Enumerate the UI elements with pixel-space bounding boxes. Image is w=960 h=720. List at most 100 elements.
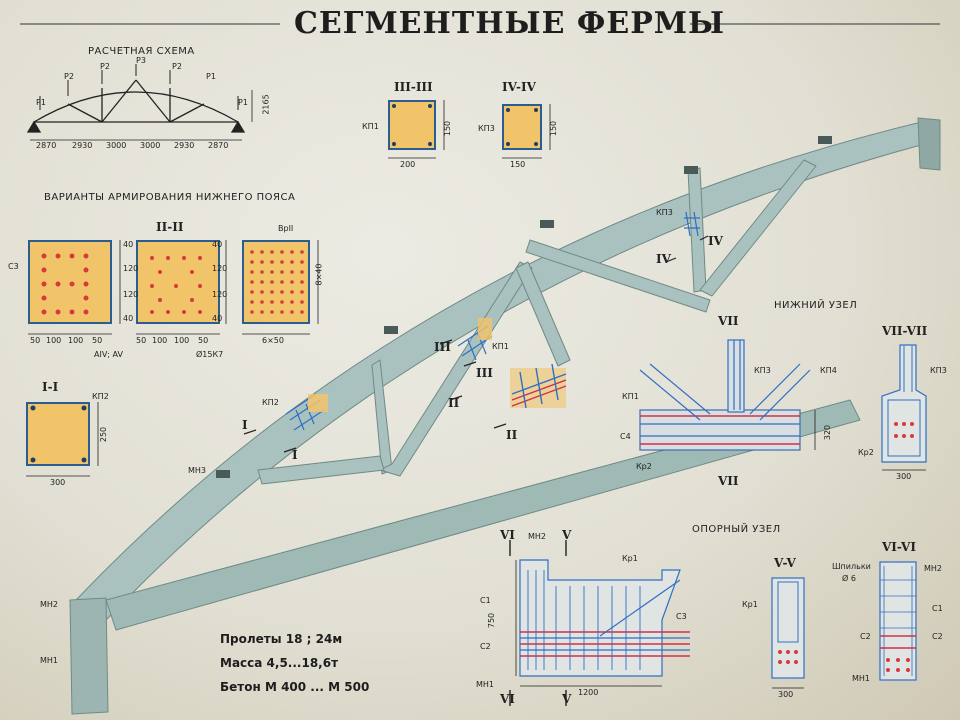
lower-node-kp1: КП1 (622, 392, 639, 401)
dim-v-1: 40 (123, 240, 134, 249)
truss-cut-II-a: II (448, 396, 460, 410)
steel-grade-2: Ø15К7 (196, 350, 224, 359)
truss-kp2-marker (308, 394, 328, 412)
scheme-web (67, 103, 103, 123)
section-II-label: II-II (156, 220, 184, 234)
load-p1-end: P1 (238, 98, 248, 107)
section-IV-label: IV-IV (502, 80, 536, 94)
lower-node-kp4: КП4 (820, 366, 837, 375)
section-VI-mn2: МН2 (924, 564, 943, 573)
dim-grid: 6×50 (262, 336, 284, 345)
dim-h1-4: 50 (92, 336, 103, 345)
span-5: 2930 (174, 141, 195, 150)
truss-cut-III-b: III (476, 366, 493, 380)
truss-mn2: МН2 (40, 600, 59, 609)
lower-node-cut-bottom: VII (718, 474, 739, 488)
section-I-w: 300 (50, 478, 66, 487)
section-III-box (388, 100, 436, 150)
dim-v2-3: 120 (212, 290, 228, 299)
support-h: 750 (487, 612, 497, 629)
section-V-kr1: Кр1 (742, 600, 758, 609)
label-c3: С3 (8, 262, 19, 271)
dim-h1-1: 50 (30, 336, 41, 345)
truss-cut-III-a: III (434, 340, 451, 354)
truss-kp1: КП1 (492, 342, 509, 351)
dim-v-4: 40 (123, 314, 134, 323)
reinf-section-1 (28, 240, 112, 324)
steel-grade-1: AIV; AV (94, 350, 123, 359)
section-VII-kp3: КП3 (930, 366, 947, 375)
section-VI-c1: С1 (932, 604, 943, 613)
section-VII-w: 300 (896, 472, 912, 481)
end-block-right (917, 117, 941, 171)
lower-node-cut-top: VII (718, 314, 739, 328)
truss-mn1: МН1 (40, 656, 59, 665)
load-p1-right: P1 (206, 72, 216, 81)
dim-h2-1: 50 (136, 336, 147, 345)
reinforcement-heading: ВАРИАНТЫ АРМИРОВАНИЯ НИЖНЕГО ПОЯСА (44, 192, 296, 203)
lower-node-kr2: Кр2 (636, 462, 652, 471)
dim-grid-v: 8×40 (314, 263, 324, 286)
truss-cut-IV-b: IV (708, 234, 723, 248)
end-block (69, 597, 109, 715)
support-left (26, 120, 42, 133)
load-p2-right: P2 (172, 62, 182, 71)
lower-node-kp3: КП3 (754, 366, 771, 375)
strand-cage (510, 363, 567, 409)
truss-mn3: МН3 (188, 466, 207, 475)
bottom-chord (105, 399, 861, 631)
section-VI-drawing (879, 561, 917, 681)
section-I-h: 250 (99, 426, 109, 443)
support-w: 1200 (578, 688, 599, 697)
dim-v2-4: 40 (212, 314, 223, 323)
section-IV-w: 150 (510, 160, 526, 169)
span-1: 2870 (36, 141, 57, 150)
spec-concrete: Бетон М 400 ... М 500 (220, 680, 370, 694)
support-c3: С3 (676, 612, 687, 621)
support-mn1: МН1 (476, 680, 495, 689)
span-4: 3000 (140, 141, 161, 150)
lower-node-heading: НИЖНИЙ УЗЕЛ (774, 300, 858, 311)
truss-kp3: КП3 (656, 208, 673, 217)
load-p2-left: P2 (64, 72, 74, 81)
support-node-detail (509, 540, 690, 706)
dim-v2-1: 40 (212, 240, 223, 249)
support-right (230, 120, 246, 133)
web-3 (257, 455, 385, 485)
load-arrows (39, 64, 239, 110)
section-IV-kp: КП3 (478, 124, 495, 133)
load-p3: P3 (136, 56, 146, 65)
cut-markers (243, 235, 709, 453)
span-2: 2930 (72, 141, 93, 150)
web-7 (515, 261, 571, 367)
section-I-box (26, 402, 90, 466)
section-VI-c2-right: С2 (932, 632, 943, 641)
dim-v-3: 120 (123, 290, 139, 299)
support-c1: С1 (480, 596, 491, 605)
section-III-label: III-III (394, 80, 433, 94)
support-node-heading: ОПОРНЫЙ УЗЕЛ (692, 524, 781, 535)
section-IV-h: 150 (549, 120, 559, 137)
calc-scheme (26, 79, 253, 141)
lower-node-c4: С4 (620, 432, 631, 441)
section-VI-studs: Шпильки (832, 562, 871, 571)
load-p1-left: P1 (36, 98, 46, 107)
scheme-top-chord (33, 91, 239, 123)
dim-h1-2: 100 (46, 336, 62, 345)
truss-kp2: КП2 (262, 398, 279, 407)
web-4 (525, 239, 711, 313)
section-VI-label: VI-VI (882, 540, 916, 554)
support-cut-VI-top: VI (500, 528, 515, 542)
truss (69, 117, 941, 715)
section-III-kp: КП1 (362, 122, 379, 131)
spec-spans: Пролеты 18 ; 24м (220, 632, 343, 646)
span-3: 3000 (106, 141, 127, 150)
section-V-w: 300 (778, 690, 794, 699)
reinf-section-2 (136, 240, 220, 324)
truss-cut-IV-a: IV (656, 252, 671, 266)
span-6: 2870 (208, 141, 229, 150)
spec-mass: Масса 4,5...18,6т (220, 656, 339, 670)
section-V-drawing (771, 577, 805, 689)
